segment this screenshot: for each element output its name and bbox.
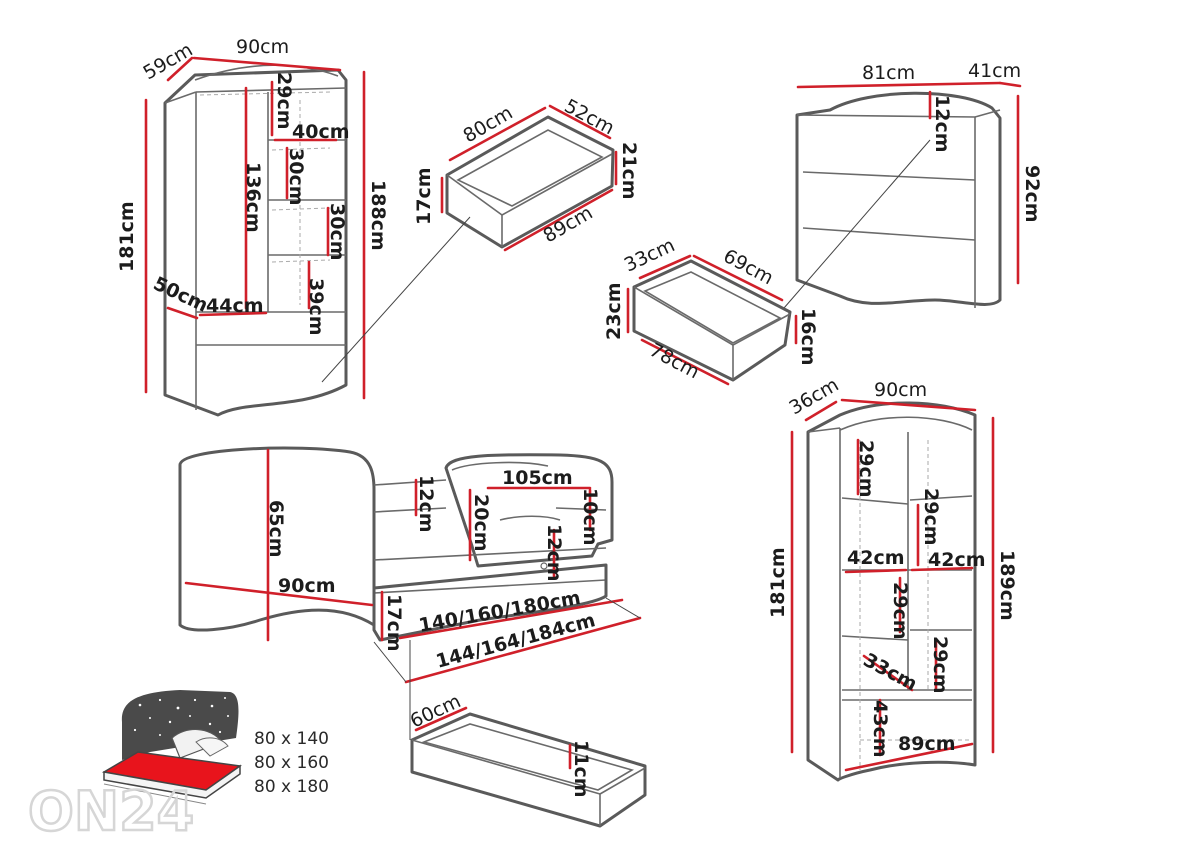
bookcase-inner-width-left-label: 42cm <box>847 547 905 569</box>
bed-guard-height-label: 20cm <box>470 494 492 552</box>
bed-drawer-depth-label: 60cm <box>407 690 464 732</box>
mattress-size-1: 80 x 140 <box>254 729 329 749</box>
chest-drawer-drawing <box>626 254 798 386</box>
bookcase-height-front-label: 181cm <box>767 547 789 618</box>
chest-height-label: 92cm <box>1021 165 1043 223</box>
bookcase-depth-label: 36cm <box>786 374 843 420</box>
mattress-sizes-list: 80 x 140 80 x 160 80 x 180 <box>254 729 329 797</box>
bookcase-shelf-1-label: 29cm <box>855 440 877 498</box>
bed-guard-top-label: 10cm <box>579 488 601 546</box>
bed-drawer-height-label: 11cm <box>570 740 592 798</box>
wardrobe-drawer-height-outer-label: 21cm <box>618 142 640 200</box>
chest-drawer-front-label: 78cm <box>646 339 703 383</box>
wardrobe-top-shelf-label: 29cm <box>273 72 295 130</box>
mattress-size-3: 80 x 180 <box>254 777 329 797</box>
bed-guard-length-label: 105cm <box>502 467 573 489</box>
bookcase-drawing <box>790 398 995 782</box>
wardrobe-drawer-depth-label: 52cm <box>561 95 618 139</box>
bookcase-shelf-3-label: 29cm <box>889 582 911 640</box>
wardrobe-width-label: 90cm <box>236 36 289 58</box>
bed-side-height-label: 12cm <box>543 524 565 582</box>
wardrobe-drawer-height-inner-label: 17cm <box>413 167 435 225</box>
bookcase-width-label: 90cm <box>874 379 927 401</box>
bed-drawing <box>178 446 642 740</box>
chest-drawing <box>783 81 1022 309</box>
mattress-size-2: 80 x 160 <box>254 753 329 773</box>
wardrobe-depth-label: 59cm <box>140 39 197 85</box>
bed-headboard-height-label: 65cm <box>265 500 287 558</box>
wardrobe-compartment-1-label: 30cm <box>285 148 307 206</box>
bookcase-diag-depth-label: 33cm <box>860 649 921 695</box>
bed-drawer-height-label: 17cm <box>383 594 405 652</box>
bookcase-bottom-height-label: 43cm <box>869 700 891 758</box>
bed-labels: 65cm 90cm 12cm 20cm 105cm 10cm 12cm 17cm… <box>265 467 601 673</box>
bed-headboard-width-label: 90cm <box>278 575 336 597</box>
mattress-sizes-icon <box>101 690 242 805</box>
bookcase-inner-width-label: 89cm <box>898 733 956 755</box>
bookcase-shelf-4-label: 29cm <box>929 636 951 694</box>
wardrobe-compartment-2-label: 30cm <box>326 203 348 261</box>
chest-drawer-height-outer-label: 23cm <box>603 282 625 340</box>
wardrobe-drawer-drawing <box>321 104 618 383</box>
wardrobe-hanging-height-label: 136cm <box>242 162 264 233</box>
bed-drawer-drawing <box>410 706 647 828</box>
bookcase-inner-width-right-label: 42cm <box>928 549 986 571</box>
wardrobe-height-front-label: 181cm <box>116 201 138 272</box>
wardrobe-inner-width-label: 44cm <box>206 295 264 317</box>
wardrobe-height-total-label: 188cm <box>367 180 389 251</box>
chest-labels: 81cm 41cm 12cm 92cm <box>862 60 1043 223</box>
chest-width-label: 81cm <box>862 62 915 84</box>
wardrobe-compartment-3-label: 39cm <box>305 278 327 336</box>
wardrobe-inner-depth-label: 50cm <box>150 273 211 317</box>
bookcase-height-total-label: 189cm <box>996 550 1018 621</box>
wardrobe-shelf-width-label: 40cm <box>292 121 350 143</box>
bookcase-labels: 36cm 90cm 181cm 189cm 29cm 29cm 42cm 42c… <box>767 374 1018 758</box>
brand-logo-watermark: ON24 <box>28 780 194 843</box>
bookcase-shelf-2-label: 29cm <box>920 488 942 546</box>
bed-rail-height-label: 12cm <box>415 475 437 533</box>
wardrobe-drawer-front-label: 89cm <box>540 202 597 248</box>
chest-top-height-label: 12cm <box>931 95 953 153</box>
wardrobe-labels: 59cm 90cm 181cm 188cm 29cm 40cm 136cm 30… <box>116 36 389 336</box>
chest-depth-label: 41cm <box>968 60 1021 82</box>
wardrobe-drawing <box>144 56 366 417</box>
chest-drawer-height-inner-label: 16cm <box>797 308 819 366</box>
